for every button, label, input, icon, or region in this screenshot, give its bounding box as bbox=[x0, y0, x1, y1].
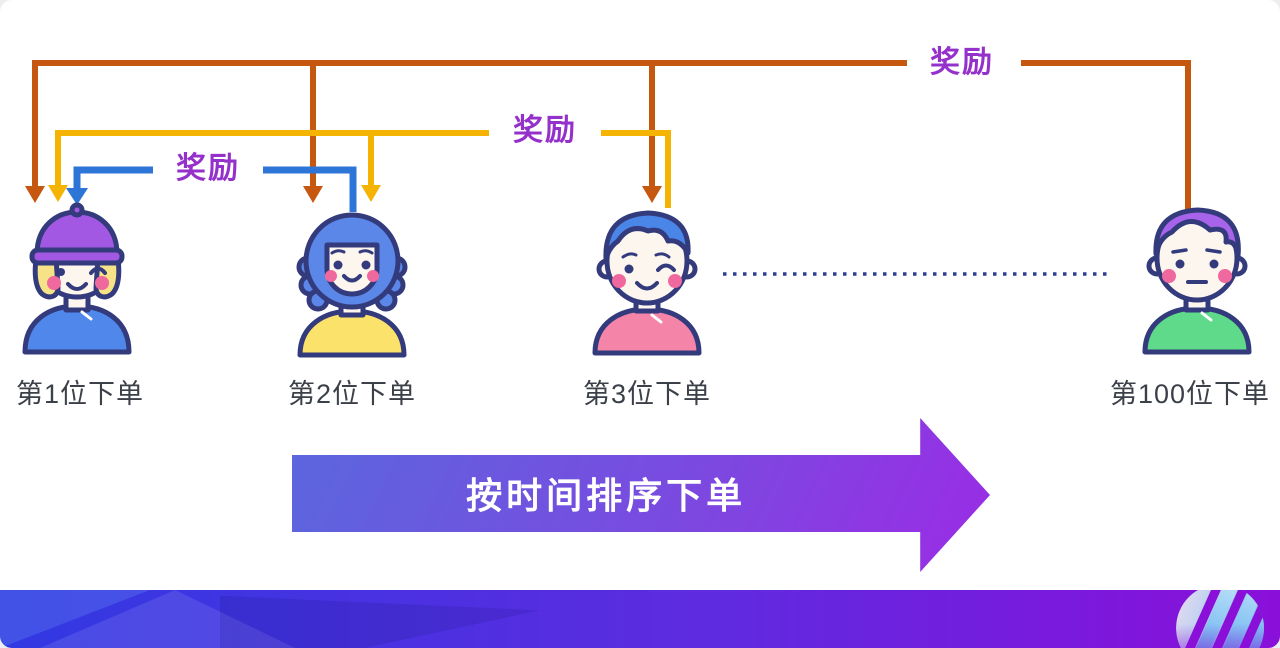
buyer-2-label: 第2位下单 bbox=[287, 379, 417, 409]
buyer-3-label: 第3位下单 bbox=[582, 379, 712, 409]
reward-label-orange: 奖励 bbox=[907, 46, 1017, 80]
buyer-100-avatar-icon bbox=[1132, 200, 1262, 355]
reward-arrow-from-2nd bbox=[66, 166, 357, 212]
buyer-1-label: 第1位下单 bbox=[15, 379, 145, 409]
buyer-3-avatar-icon bbox=[582, 201, 712, 356]
footer-bar bbox=[0, 590, 1280, 648]
footer-facet-decor bbox=[220, 595, 540, 648]
buyer-1-avatar-icon bbox=[12, 200, 142, 355]
timeline-arrow-label: 按时间排序下单 bbox=[466, 475, 747, 517]
reward-label-yellow: 奖励 bbox=[490, 114, 600, 148]
buyer-2-avatar-icon bbox=[287, 203, 417, 358]
buyer-100-label: 第100位下单 bbox=[1109, 379, 1271, 409]
brand-logo-icon bbox=[1176, 590, 1264, 648]
reward-label-blue: 奖励 bbox=[153, 152, 263, 186]
reward-arrow-from-3rd bbox=[48, 130, 671, 208]
reward-arrow-from-100th bbox=[25, 60, 1191, 210]
